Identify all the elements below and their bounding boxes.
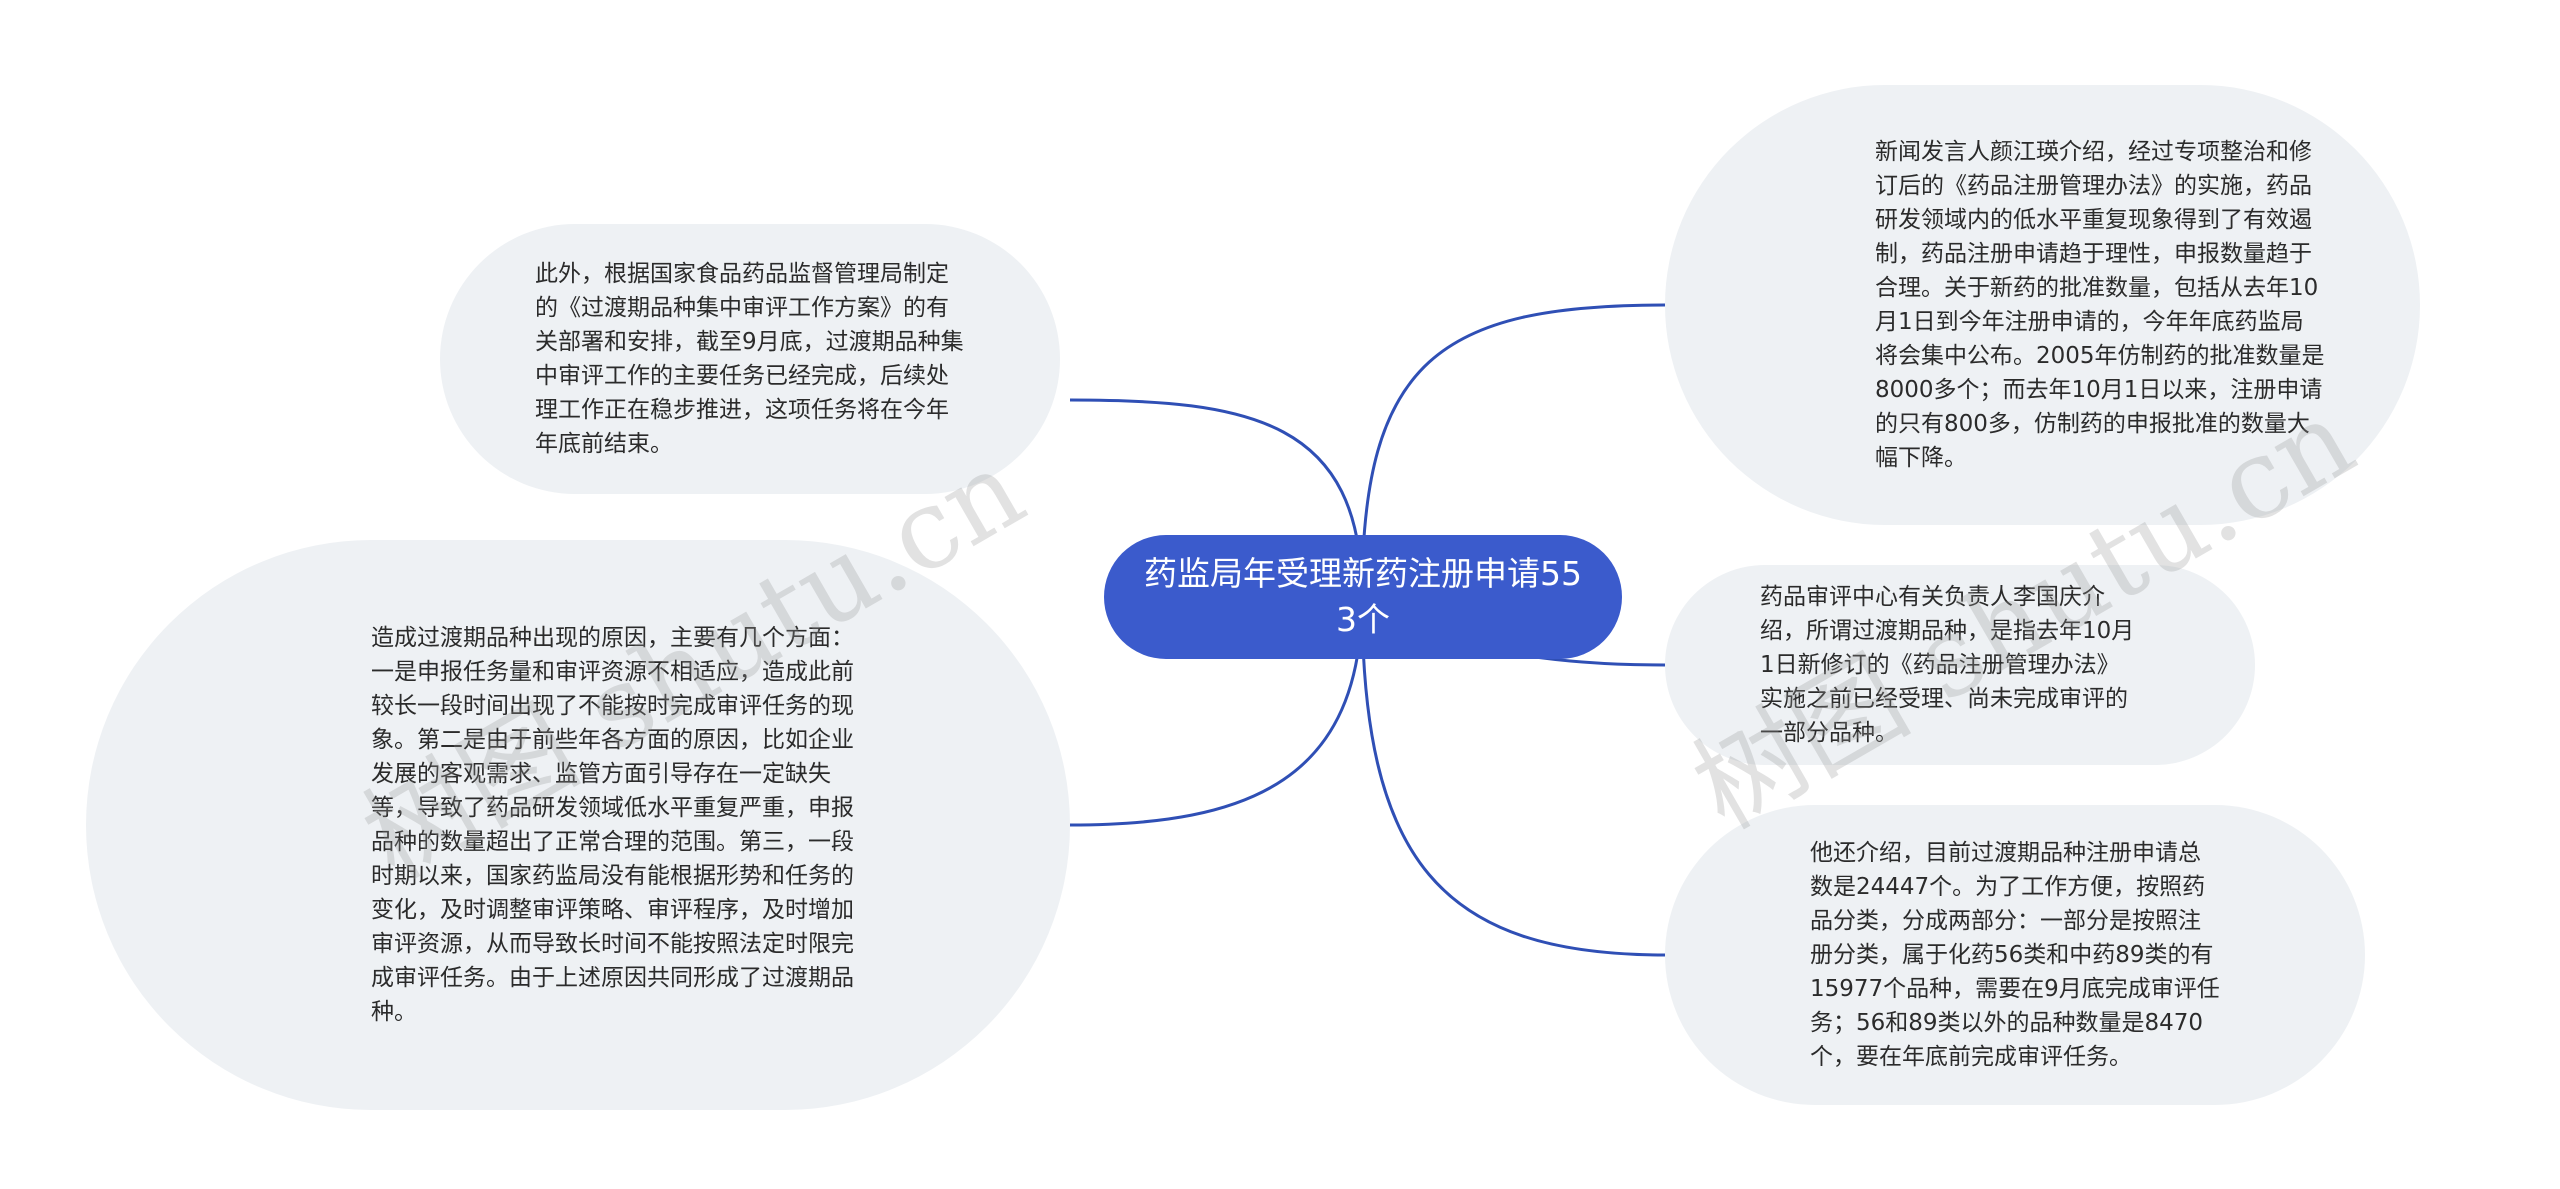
topic-text: 造成过渡期品种出现的原因，主要有几个方面：一是申报任务量和审评资源不相适应，造成… (371, 625, 854, 1025)
topic-node-top-left[interactable]: 此外，根据国家食品药品监督管理局制定的《过渡期品种集中审评工作方案》的有关部署和… (440, 224, 1060, 494)
connector-top-right (1360, 303, 1666, 598)
topic-text: 药品审评中心有关负责人李国庆介绍，所谓过渡期品种，是指去年10月1日新修订的《药… (1760, 584, 2135, 746)
topic-node-top-right[interactable]: 新闻发言人颜江瑛介绍，经过专项整治和修订后的《药品注册管理办法》的实施，药品研发… (1665, 85, 2420, 525)
root-topic-label: 药监局年受理新药注册申请553个 (1144, 554, 1582, 639)
connector-bottom-right (1360, 596, 1666, 957)
topic-text: 他还介绍，目前过渡期品种注册申请总数是24447个。为了工作方便，按照药品分类，… (1810, 840, 2220, 1070)
connector-top-left (1069, 398, 1364, 598)
connector-bottom-left (1069, 596, 1364, 827)
topic-text: 新闻发言人颜江瑛介绍，经过专项整治和修订后的《药品注册管理办法》的实施，药品研发… (1875, 139, 2325, 471)
topic-node-bottom-left[interactable]: 造成过渡期品种出现的原因，主要有几个方面：一是申报任务量和审评资源不相适应，造成… (86, 540, 1070, 1110)
root-topic[interactable]: 药监局年受理新药注册申请553个 (1104, 535, 1622, 659)
topic-node-middle-right[interactable]: 药品审评中心有关负责人李国庆介绍，所谓过渡期品种，是指去年10月1日新修订的《药… (1665, 565, 2255, 765)
topic-node-bottom-right[interactable]: 他还介绍，目前过渡期品种注册申请总数是24447个。为了工作方便，按照药品分类，… (1665, 805, 2365, 1105)
topic-text: 此外，根据国家食品药品监督管理局制定的《过渡期品种集中审评工作方案》的有关部署和… (535, 261, 964, 457)
